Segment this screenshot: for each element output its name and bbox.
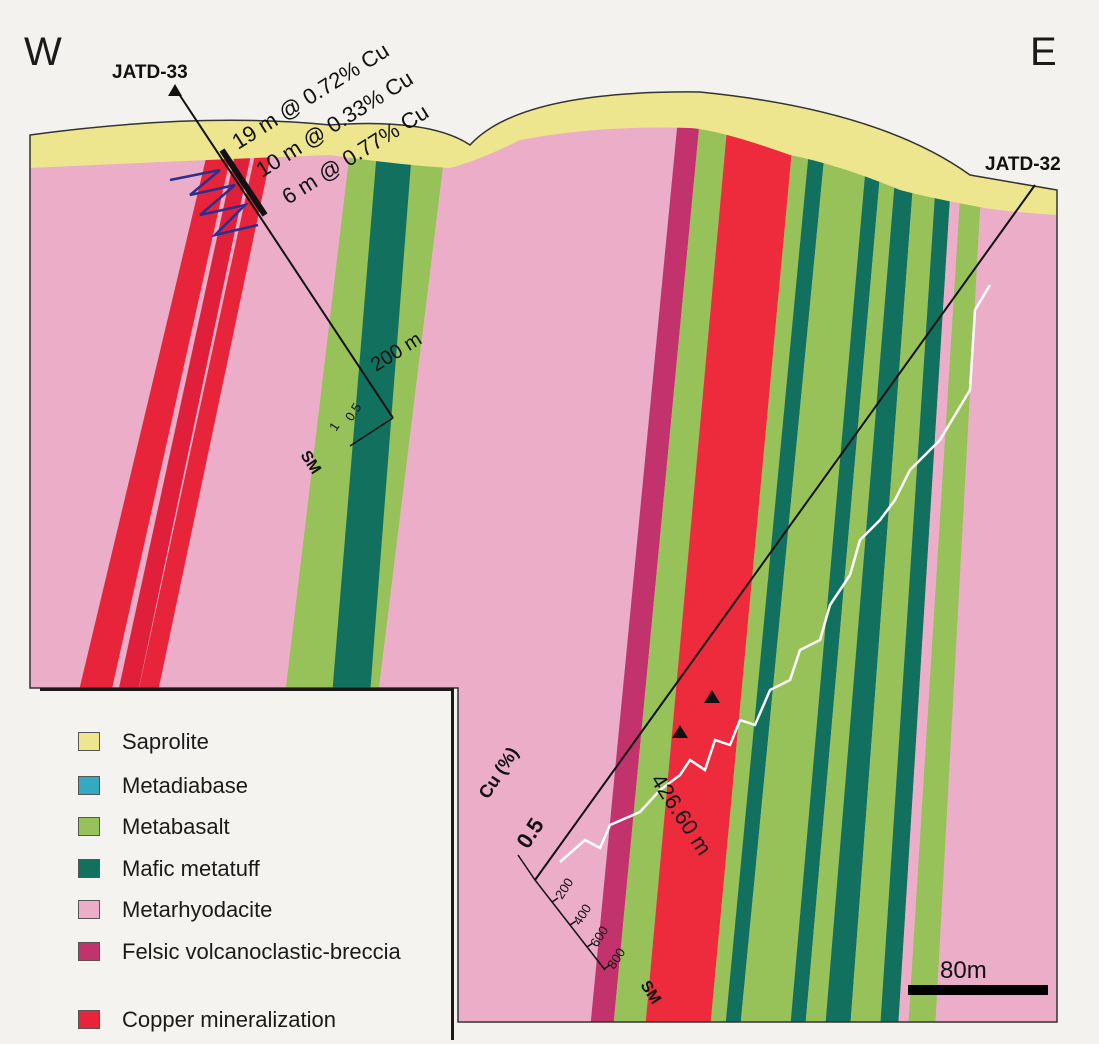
legend: Saprolite Metadiabase Metabasalt Mafic m…: [40, 688, 454, 1040]
legend-item-metarhyodacite: Metarhyodacite: [78, 897, 422, 923]
legend-item-felsic-breccia: Felsic volcanoclastic-breccia: [78, 939, 422, 965]
scale-bar: [908, 985, 1048, 995]
legend-swatch-metabasalt: [78, 817, 100, 836]
legend-item-metabasalt: Metabasalt: [78, 814, 422, 840]
west-label: W: [24, 30, 62, 75]
legend-item-metadiabase: Metadiabase: [78, 773, 422, 799]
legend-label-metadiabase: Metadiabase: [122, 773, 422, 799]
east-label: E: [1030, 30, 1057, 75]
legend-swatch-saprolite: [78, 732, 100, 751]
legend-label-felsic-breccia: Felsic volcanoclastic-breccia: [122, 939, 422, 965]
legend-item-copper-mineralization: Copper mineralization: [78, 1007, 422, 1033]
legend-label-metarhyodacite: Metarhyodacite: [122, 897, 422, 923]
jatd33-label: JATD-33: [112, 62, 188, 83]
legend-swatch-mafic-metatuff: [78, 859, 100, 878]
legend-swatch-felsic-breccia: [78, 942, 100, 961]
legend-swatch-metadiabase: [78, 776, 100, 795]
jatd32-label: JATD-32: [985, 154, 1061, 175]
legend-label-metabasalt: Metabasalt: [122, 814, 422, 840]
legend-label-copper-mineralization: Copper mineralization: [122, 1007, 422, 1033]
jatd33-collar-marker: [168, 84, 182, 96]
legend-label-saprolite: Saprolite: [122, 729, 422, 755]
legend-item-saprolite: Saprolite: [78, 729, 422, 755]
legend-item-mafic-metatuff: Mafic metatuff: [78, 856, 422, 882]
scale-bar-label: 80m: [940, 957, 987, 984]
legend-label-mafic-metatuff: Mafic metatuff: [122, 856, 422, 882]
legend-swatch-copper-mineralization: [78, 1010, 100, 1029]
legend-swatch-metarhyodacite: [78, 900, 100, 919]
